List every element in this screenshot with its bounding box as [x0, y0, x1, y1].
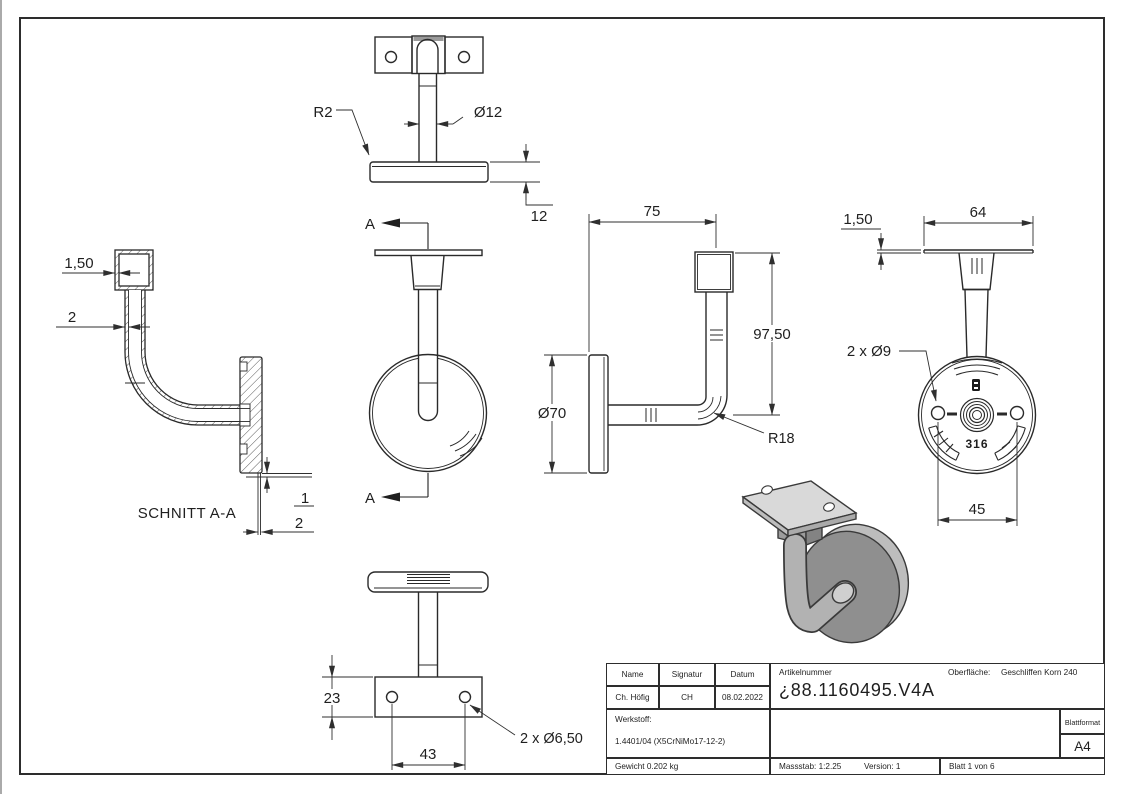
- title-block-cell-signatur-header: Signatur: [659, 663, 715, 686]
- view-isometric: [741, 480, 910, 644]
- view-bottom: 23 43 2 x Ø6,50: [319, 571, 583, 770]
- title-block-cell-name-header: Name: [606, 663, 659, 686]
- dim-2x-dia6-50: 2 x Ø6,50: [520, 731, 583, 747]
- dim-2-wall: 2: [68, 309, 76, 326]
- manufacturer-mark: [972, 379, 980, 391]
- dim-97-50: 97,50: [753, 326, 791, 343]
- title-block-cell-signatur: CH: [659, 686, 715, 709]
- oberflaeche-label: Oberfläche:: [948, 668, 991, 677]
- signatur-column-header: Signatur: [671, 670, 703, 679]
- sheet-number: Blatt 1 von 6: [949, 762, 995, 771]
- name-column-header: Name: [621, 670, 644, 679]
- dim-64: 64: [970, 204, 987, 221]
- dim-1-50-plate: 1,50: [843, 211, 872, 228]
- dim-r2: R2: [313, 104, 332, 121]
- version-value: Version: 1: [864, 762, 901, 771]
- section-marker-a-bottom: A: [365, 490, 375, 507]
- drawing-date: 08.02.2022: [722, 693, 763, 702]
- title-block-cell-gewicht: Gewicht 0.202 kg: [606, 758, 770, 775]
- title-block-cell-blatt: Blatt 1 von 6: [940, 758, 1105, 775]
- title-block-cell-werkstoff: Werkstoff: 1.4401/04 (X5CrNiMo17-12-2): [606, 709, 770, 758]
- author-initials: CH: [681, 693, 693, 702]
- title-block-cell-artikelnummer: Artikelnummer Oberfläche: Geschliffen Ko…: [770, 663, 1105, 709]
- view-top: R2 Ø12 12: [313, 35, 553, 225]
- dim-1-50-section: 1,50: [64, 255, 93, 272]
- dim-r18: R18: [768, 431, 795, 447]
- article-number: ¿88.1160495.V4A: [779, 680, 935, 700]
- section-marker-a-top: A: [365, 216, 375, 233]
- datum-column-header: Datum: [730, 670, 755, 679]
- view-side: 75 97,50 Ø70 R18: [533, 203, 797, 474]
- dim-dia70: Ø70: [538, 405, 566, 422]
- title-block-cell-datum: 08.02.2022: [715, 686, 770, 709]
- oberflaeche-value: Geschliffen Korn 240: [1001, 668, 1078, 677]
- dim-23: 23: [324, 690, 341, 707]
- blattformat-label: Blattformat: [1064, 718, 1101, 727]
- dim-2x-dia9: 2 x Ø9: [847, 343, 891, 360]
- sheet-format: A4: [1074, 739, 1091, 754]
- title-block-cell-datum-header: Datum: [715, 663, 770, 686]
- steel-grade-stamp: 316: [965, 437, 988, 451]
- sheet-edge-line: [0, 0, 2, 794]
- scale-value: Massstab: 1:2.25: [779, 762, 842, 771]
- title-block-cell-massstab: Massstab: 1:2.25 Version: 1: [770, 758, 940, 775]
- artikelnummer-label: Artikelnummer: [779, 668, 832, 677]
- dim-75: 75: [644, 203, 661, 220]
- dim-1-gap: 1: [301, 490, 309, 507]
- view-back: 316 1,50 64 2 x Ø9 45: [841, 204, 1037, 526]
- dim-43: 43: [420, 746, 437, 763]
- title-block-cell-name: Ch. Höfig: [606, 686, 659, 709]
- section-label: SCHNITT A-A: [138, 505, 237, 522]
- view-front: A A: [365, 216, 488, 507]
- dim-45: 45: [969, 501, 986, 518]
- title-block-cell-blattformat-value: A4: [1060, 734, 1105, 758]
- werkstoff-value: 1.4401/04 (X5CrNiMo17-12-2): [615, 737, 726, 746]
- drawing-frame: [19, 17, 1105, 775]
- weight-value: Gewicht 0.202 kg: [615, 762, 679, 771]
- werkstoff-label: Werkstoff:: [615, 715, 652, 724]
- dim-12: 12: [531, 208, 548, 225]
- dim-dia12: Ø12: [474, 104, 502, 121]
- dim-2-edge: 2: [295, 515, 303, 532]
- view-section-aa: 1,50 2 1 2 SCHNITT A-A: [56, 249, 314, 536]
- title-block-cell-blattformat-label: Blattformat: [1060, 709, 1105, 734]
- title-block-cell-empty: [770, 709, 1060, 758]
- author-name: Ch. Höfig: [615, 693, 650, 702]
